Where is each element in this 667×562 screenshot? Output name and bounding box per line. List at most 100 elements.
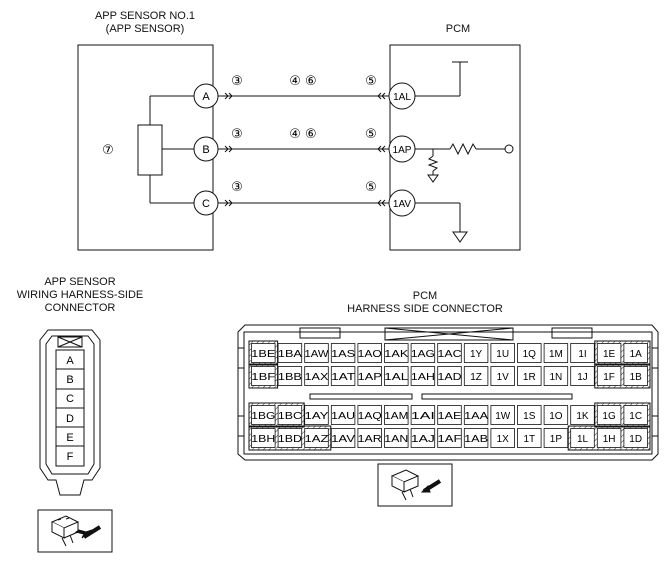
pcm-pin-label: 1AP [393,145,412,156]
pcm-terminal-cell [251,343,276,363]
app-connector-label-line3: CONNECTOR [44,302,116,314]
pcm-terminal-label: 1AC [438,349,462,360]
pcm-terminal-label: 1AP [358,372,382,383]
pcm-terminal-cell [251,428,276,448]
sensor-number: ⑦ [102,143,114,158]
pcm-terminal-label: 1BE [251,349,275,360]
wire-mark-middle: ④ ⑥ [289,74,316,89]
app-terminal: D [66,413,74,425]
pcm-terminal-cell [304,405,329,425]
pcm-terminal-cell [596,405,622,425]
pcm-terminal-cell [357,343,382,363]
pcm-terminal-cell [596,366,622,386]
pcm-terminal-label: 1BA [278,349,302,360]
pcm-terminal-label: 1AG [411,349,435,360]
pcm-terminal-cell [490,405,515,425]
pcm-terminal-label: 1C [629,411,642,422]
pcm-terminal-label: 1AH [411,372,435,383]
pcm-terminal-label: 1R [523,372,536,383]
pcm-terminal-cell [437,366,462,386]
wire-marks: ③ ③ ③ ④ ⑥ ④ ⑥ ⑤ ⑤ ⑤ ⑦ [102,74,377,195]
pcm-terminal-label: 1M [549,349,563,360]
app-sensor-title-line1: APP SENSOR NO.1 [94,10,196,22]
pcm-terminal-label: 1BB [278,372,302,383]
pcm-connector-label: PCM HARNESS SIDE CONNECTOR [330,290,520,316]
pcm-terminal-cell [330,405,356,425]
pcm-terminal-label: 1L [577,434,589,445]
pcm-terminal-cell [596,343,622,363]
pcm-terminal-label: 1AB [464,434,488,445]
pcm-terminal-label: 1AV [331,434,355,445]
pcm-pin-label: 1AV [393,199,411,210]
pcm-terminal-cell [517,428,542,448]
sensor-pin-label: A [202,91,210,103]
pcm-terminal-cell [410,343,436,363]
pcm-terminal-label: 1Y [470,349,483,360]
app-sensor-box [77,44,214,251]
pcm-terminal-cell [623,366,648,386]
pcm-terminal-cell [570,405,595,425]
pcm-terminal-cell [437,405,462,425]
app-terminal: E [66,432,73,444]
pcm-terminal-label: 1AU [331,411,355,422]
pcm-terminal-label: 1A [630,349,643,360]
pcm-terminal-cell [384,343,409,363]
pcm-terminal-label: 1I [578,349,586,360]
pcm-terminal-cell [384,405,409,425]
pcm-terminal-label: 1BF [251,372,275,383]
pcm-terminal-cell [251,405,276,425]
app-connector-label-line1: APP SENSOR [44,276,116,288]
pcm-terminal-label: 1B [630,372,643,383]
pcm-terminal-cell [437,428,462,448]
sensor-pin-label: B [202,144,209,156]
pcm-terminal-label: 1T [523,434,535,445]
pcm-terminal-cell [463,428,489,448]
pcm-terminal-cell [330,343,356,363]
wire-mark-left: ③ [231,180,243,195]
pcm-terminal-label: 1AO [358,349,382,360]
pcm-terminal-cell [490,366,515,386]
pcm-terminal-cell [517,366,542,386]
pcm-terminal-cell [623,405,648,425]
pcm-connector-label-line1: PCM [412,290,438,302]
pcm-terminal-label: 1H [603,434,616,445]
pcm-terminal-cell [384,428,409,448]
pcm-terminal-label: 1AW [305,349,330,360]
pcm-terminal-cell [490,343,515,363]
pcm-terminal-label: 1D [629,434,642,445]
wire-mark-left: ③ [231,74,243,89]
pcm-terminal-label: 1U [496,349,509,360]
connector-view-icon [37,509,113,553]
pcm-terminal-label: 1AS [331,349,355,360]
sensor-pin-c [193,190,219,216]
pcm-pin-1al [388,82,416,110]
pcm-terminal-cell [277,428,303,448]
pcm-terminal-label: 1AT [331,372,355,383]
app-sensor-title-line2: (APP SENSOR) [105,23,185,35]
app-sensor-title: APP SENSOR NO.1 (APP SENSOR) [60,10,230,36]
app-terminal: F [67,451,74,463]
connector-view-icon [377,463,453,507]
pcm-terminal-label: 1E [603,349,616,360]
pcm-terminal-cell [463,405,489,425]
pcm-terminal-cell [623,428,648,448]
pcm-pin-1av [388,189,416,217]
pcm-pins: 1AL 1AP 1AV [388,82,416,217]
wire-mark-right: ⑤ [365,180,377,195]
pcm-terminal-label: 1V [497,372,510,383]
pcm-terminal-label: 1Z [470,372,482,383]
pcm-terminal-label: 1O [549,411,563,422]
pcm-terminal-cell [437,343,462,363]
pcm-terminal-label: 1W [495,411,511,422]
pcm-terminal-cell [330,428,356,448]
pcm-terminal-cell [463,366,489,386]
pcm-pin-1ap [388,135,416,163]
pcm-terminal-cell [623,343,648,363]
pcm-terminal-label: 1AD [438,372,462,383]
pcm-terminal-cell [410,428,436,448]
sensor-pin-b [193,136,219,162]
pcm-terminal-cell [304,428,329,448]
pcm-terminal-cell [357,405,382,425]
pcm-pin-label: 1AL [393,92,411,103]
pcm-terminal-label: 1AA [464,411,488,422]
